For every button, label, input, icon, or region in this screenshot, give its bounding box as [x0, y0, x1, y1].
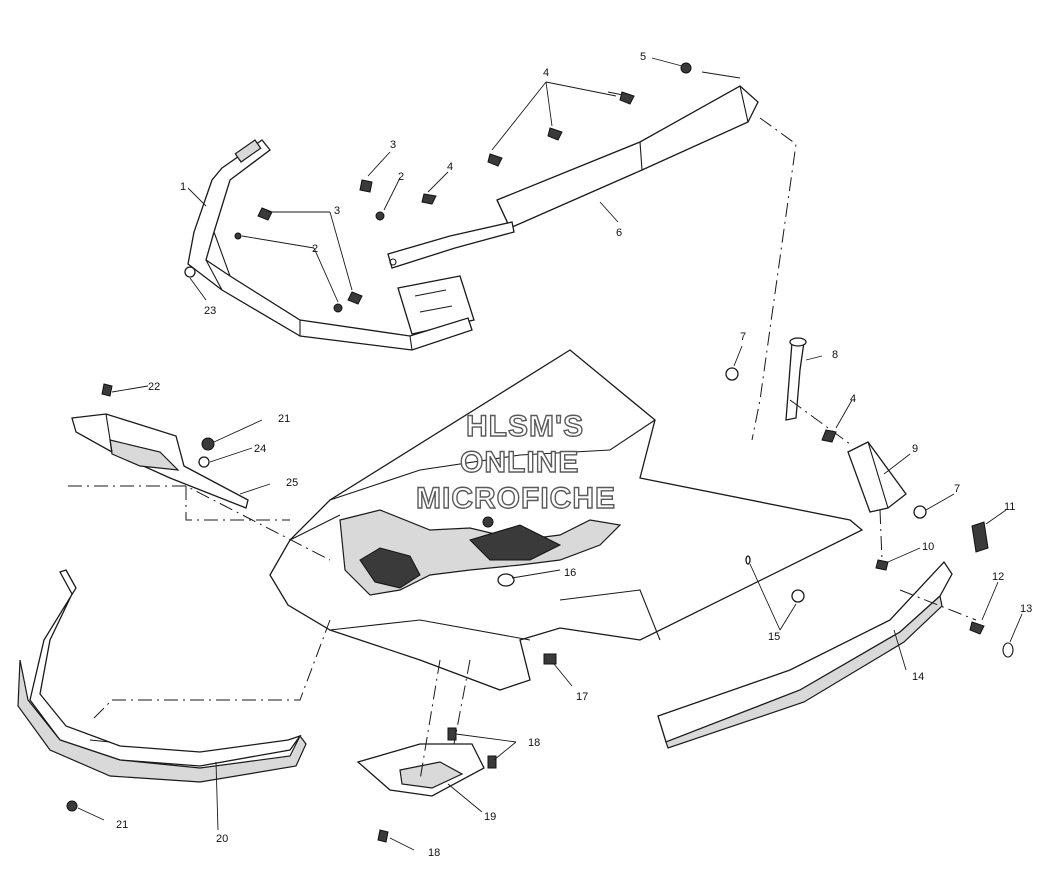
callout-3-upper: 3 [390, 139, 396, 151]
callout-9: 9 [912, 443, 918, 455]
callout-20: 20 [216, 833, 228, 845]
leader-lines [77, 57, 1023, 851]
part-19-lower-bracket [356, 743, 485, 797]
callout-17: 17 [576, 691, 588, 703]
assembly-lines [68, 117, 977, 781]
callout-7-left: 7 [740, 331, 746, 343]
part-1-front-bracket [187, 139, 473, 351]
callout-8: 8 [832, 349, 838, 361]
part-6-upper-bar [387, 85, 759, 335]
callout-23: 23 [204, 305, 216, 317]
callout-24: 24 [254, 443, 266, 455]
part-14-rear-bumper [657, 560, 953, 749]
callout-19: 19 [484, 811, 496, 823]
callout-22: 22 [148, 381, 160, 393]
callout-21-upper: 21 [278, 413, 290, 425]
watermark-line-2: ONLINE [460, 446, 579, 479]
callout-5: 5 [640, 51, 646, 63]
callout-16: 16 [564, 567, 576, 579]
hood-body [269, 349, 864, 691]
callout-4-right: 4 [850, 393, 856, 405]
watermark: HLSM'S ONLINE MICROFICHE [415, 409, 616, 515]
hardware [66, 62, 1014, 843]
callout-18-lower: 18 [428, 847, 440, 859]
callout-6: 6 [616, 227, 622, 239]
watermark-line-1: HLSM'S [466, 410, 584, 443]
callout-18-upper: 18 [528, 737, 540, 749]
part-8-strut [785, 337, 807, 421]
callout-labels: 1 2 2 3 3 4 4 4 5 6 7 7 8 9 10 11 12 13 … [116, 51, 1032, 859]
callout-12: 12 [992, 571, 1004, 583]
callout-13: 13 [1020, 603, 1032, 615]
callout-11: 11 [1004, 501, 1015, 513]
callout-4-top: 4 [543, 67, 549, 79]
callout-4-mid: 4 [447, 161, 453, 173]
callout-10: 10 [922, 541, 934, 553]
callout-15: 15 [768, 631, 780, 643]
callout-3-lower: 3 [334, 205, 340, 217]
watermark-line-3: MICROFICHE [416, 482, 616, 515]
callout-14: 14 [912, 671, 924, 683]
callout-21-lower: 21 [116, 819, 128, 831]
callout-2-lower: 2 [312, 243, 318, 255]
part-20-front-bumper [17, 569, 307, 783]
part-25-left-bracket [71, 413, 249, 509]
callout-2-upper: 2 [398, 171, 404, 183]
callout-7-right: 7 [954, 483, 960, 495]
callout-25: 25 [286, 477, 298, 489]
callout-1: 1 [180, 181, 186, 193]
part-9-bracket [847, 441, 907, 513]
